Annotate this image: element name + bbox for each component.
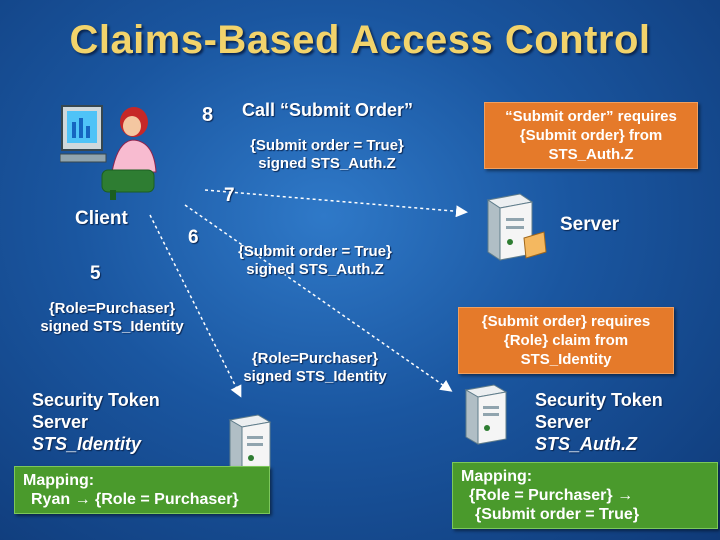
authz-mapping-rule-line2: {Submit order = True} — [475, 506, 640, 523]
identity-token-forward-line1: {Role=Purchaser} — [251, 350, 379, 367]
authz-token-response-line2: signed STS_Auth.Z — [246, 261, 384, 278]
identity-mapping-rule: Ryan → {Role = Purchaser} — [31, 491, 239, 508]
authz-requirement-line2: {Role} claim from — [503, 332, 629, 349]
authz-token-line1: {Submit order = True} — [250, 137, 404, 154]
authz-requirement-callout: {Submit order} requires {Role} claim fro… — [458, 307, 674, 374]
sts-authz-line3: STS_Auth.Z — [535, 434, 637, 454]
sts-authz-label: Security Token Server STS_Auth.Z — [535, 389, 663, 455]
server-requirement-line3: STS_Auth.Z — [548, 146, 634, 163]
sts-authz-line2: Server — [535, 412, 592, 432]
step-6-label: 6 — [188, 227, 199, 248]
client-computer-icon — [60, 100, 160, 200]
page-title: Claims-Based Access Control — [69, 18, 651, 62]
step-8-label: 8 — [202, 104, 214, 126]
identity-mapping-header: Mapping: — [23, 472, 95, 489]
identity-token-line2: signed STS_Identity — [40, 318, 184, 335]
authz-token-response-line1: {Submit order = True} — [238, 243, 392, 260]
server-requirement-callout: “Submit order” requires {Submit order} f… — [484, 102, 698, 169]
server-requirement-line1: “Submit order” requires — [505, 108, 677, 125]
identity-token-forward-label: {Role=Purchaser} signed STS_Identity — [225, 350, 405, 386]
authz-mapping-header: Mapping: — [461, 468, 533, 485]
authz-mapping-rule-line1: {Role = Purchaser} → — [469, 487, 634, 504]
server-requirement-line2: {Submit order} from — [519, 127, 663, 144]
identity-mapping-box: Mapping: Ryan → {Role = Purchaser} — [14, 466, 270, 514]
sts-authz-line1: Security Token — [535, 390, 663, 410]
step-5-label: 5 — [90, 263, 101, 284]
sts-identity-line2: Server — [32, 412, 89, 432]
arrow-client-to-server — [204, 189, 468, 218]
sts-authz-server-icon — [458, 382, 518, 447]
authz-token-label: {Submit order = True} signed STS_Auth.Z — [232, 137, 422, 173]
authz-requirement-line3: STS_Identity — [520, 351, 612, 368]
sts-identity-line3: STS_Identity — [32, 434, 142, 454]
identity-token-line1: {Role=Purchaser} — [48, 300, 176, 317]
authz-mapping-box: Mapping: {Role = Purchaser} → {Submit or… — [452, 462, 718, 529]
authz-requirement-line1: {Submit order} requires — [481, 313, 651, 330]
server-icon — [480, 190, 550, 265]
client-label: Client — [75, 208, 128, 229]
authz-token-line2: signed STS_Auth.Z — [258, 155, 396, 172]
call-submit-order-label: Call “Submit Order” — [242, 100, 414, 120]
sts-identity-server-icon — [222, 412, 282, 477]
identity-token-label: {Role=Purchaser} signed STS_Identity — [22, 300, 202, 336]
identity-token-forward-line2: signed STS_Identity — [243, 368, 387, 385]
step-7-label: 7 — [224, 185, 235, 206]
sts-identity-line1: Security Token — [32, 390, 160, 410]
server-label: Server — [560, 214, 620, 235]
authz-token-response-label: {Submit order = True} signed STS_Auth.Z — [220, 243, 410, 279]
sts-identity-label: Security Token Server STS_Identity — [32, 389, 160, 455]
